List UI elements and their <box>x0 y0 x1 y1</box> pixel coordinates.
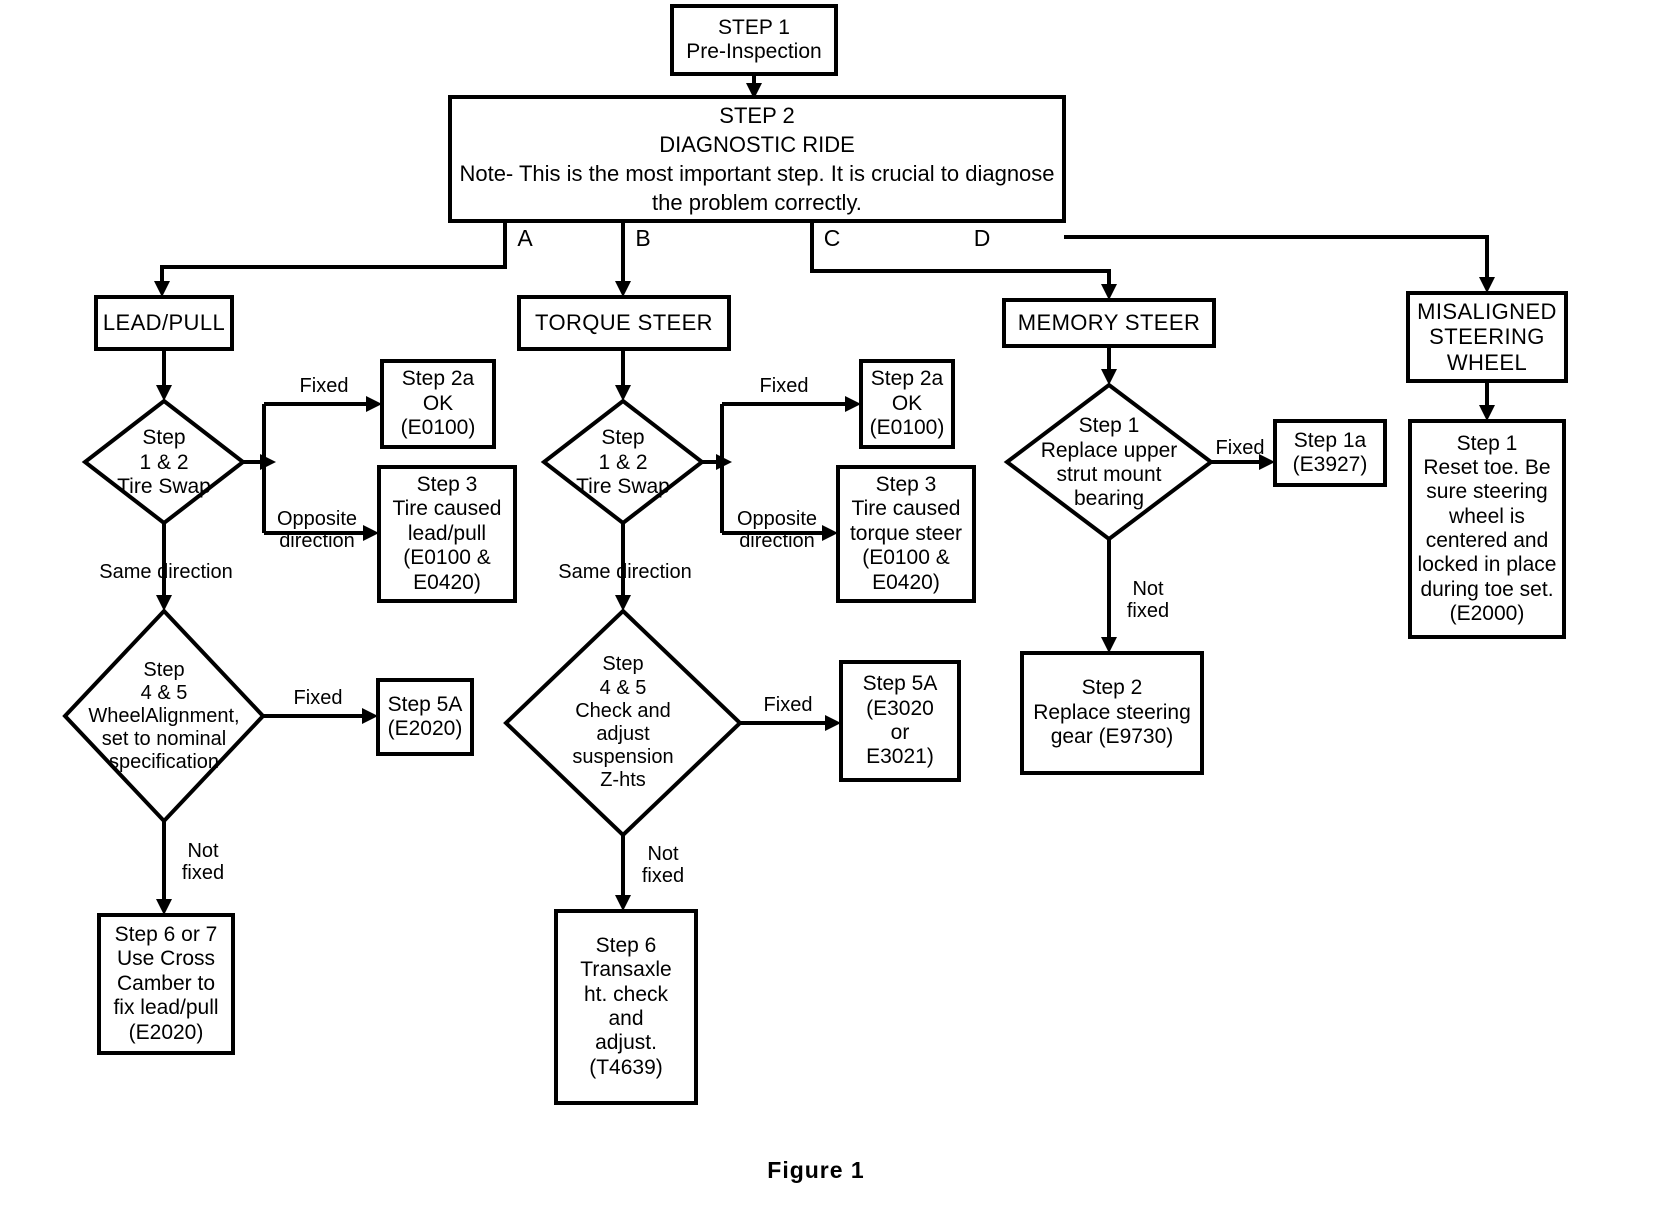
node-step1-shape[interactable] <box>670 4 838 76</box>
node-misaligned-steering-wheel-shape[interactable] <box>1406 291 1568 383</box>
arrowhead-torquesteer-to-tireswap <box>615 385 631 401</box>
connector-branch-d <box>1064 235 1489 285</box>
arrowhead-ts-fixed <box>845 396 861 412</box>
arrowhead-step1-to-step2 <box>746 83 762 99</box>
node-ts-step5a-shape[interactable] <box>839 660 961 782</box>
arrowhead-lp-samedirection <box>156 595 172 611</box>
arrowhead-leadpull-to-tireswap <box>156 385 172 401</box>
arrowhead-ts-notfixed <box>615 895 631 911</box>
node-lp-tire-swap-shape[interactable] <box>81 398 247 526</box>
arrowhead-ms-notfixed <box>1101 637 1117 653</box>
arrowhead-ms-fixed <box>1259 454 1275 470</box>
arrowhead-ts-samedirection <box>615 595 631 611</box>
node-lp-step67-shape[interactable] <box>97 913 235 1055</box>
node-ts-step3-shape[interactable] <box>836 465 976 603</box>
arrowhead-lp-fixed <box>366 396 382 412</box>
connector-branch-c <box>810 221 1111 292</box>
connector-branch-a <box>160 221 507 289</box>
node-memory-steer-shape[interactable] <box>1002 298 1216 348</box>
node-ts-tire-swap-shape[interactable] <box>540 398 706 526</box>
node-torque-steer-shape[interactable] <box>517 295 731 351</box>
arrowhead-branch-a <box>154 281 170 297</box>
arrowhead-memorysteer-to-strut <box>1101 369 1117 385</box>
arrowhead-ts-opposite <box>822 525 838 541</box>
arrowhead-msw-to-step1 <box>1479 405 1495 421</box>
arrowhead-lp-opposite <box>363 525 379 541</box>
node-ms-step2-shape[interactable] <box>1020 651 1204 775</box>
arrowhead-ts-suspension-fixed <box>825 715 841 731</box>
node-lp-step5a-shape[interactable] <box>376 678 474 756</box>
arrowhead-branch-c <box>1101 284 1117 300</box>
arrowhead-lp-wheelalign-fixed <box>362 708 378 724</box>
node-msw-step1-shape[interactable] <box>1408 419 1566 639</box>
arrowhead-branch-b <box>615 281 631 297</box>
node-ts-step2a-shape[interactable] <box>859 359 955 449</box>
node-lead-pull-shape[interactable] <box>94 295 234 351</box>
node-lp-step2a-shape[interactable] <box>380 359 496 449</box>
node-ms-step1a-shape[interactable] <box>1273 419 1387 487</box>
node-lp-wheel-align-shape[interactable] <box>62 608 266 824</box>
node-ms-strut-shape[interactable] <box>1003 382 1215 542</box>
arrowhead-lp-notfixed <box>156 899 172 915</box>
arrowhead-branch-d <box>1479 277 1495 293</box>
node-ts-suspension-shape[interactable] <box>503 608 743 838</box>
node-ts-step6-shape[interactable] <box>554 909 698 1105</box>
node-step2-shape[interactable] <box>448 95 1066 223</box>
node-lp-step3-shape[interactable] <box>377 465 517 603</box>
